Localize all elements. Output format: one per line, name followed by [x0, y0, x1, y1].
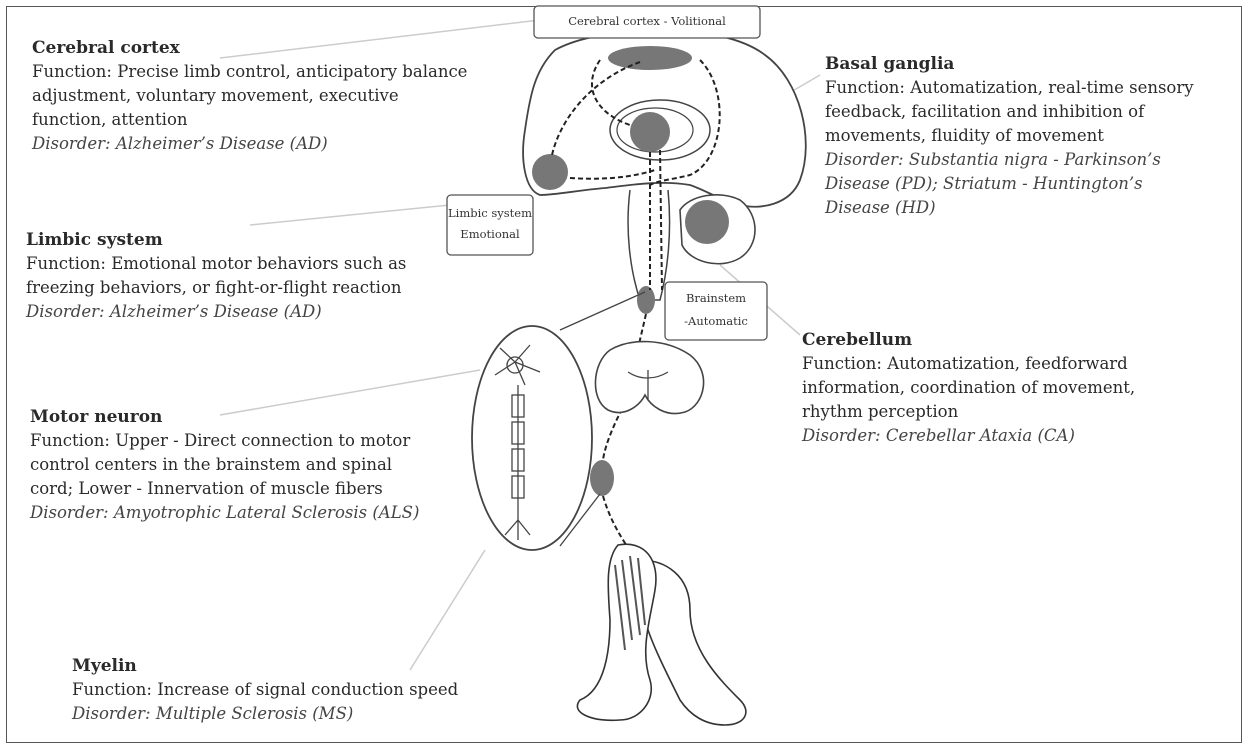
myelin-function: Function: Increase of signal conduction … [72, 678, 458, 702]
cerebellum-disorder: Disorder: Cerebellar Ataxia (CA) [802, 424, 1135, 448]
basal-ganglia-function-3: movements, fluidity of movement [825, 124, 1194, 148]
myelin-disorder: Disorder: Multiple Sclerosis (MS) [72, 702, 458, 726]
cerebellum-function-2: information, coordination of movement, [802, 376, 1135, 400]
brainstem-box-label: Brainstem -Automatic [665, 290, 767, 330]
cortex-node [608, 46, 692, 70]
limbic-system-disorder: Disorder: Alzheimer’s Disease (AD) [26, 300, 406, 324]
cortex-box-label: Cerebral cortex - Volitional [534, 13, 760, 30]
cerebral-cortex-block: Cerebral cortex Function: Precise limb c… [32, 36, 467, 156]
neuron-magnifier [472, 326, 592, 550]
basal-ganglia-title: Basal ganglia [825, 52, 1194, 76]
limbic-system-title: Limbic system [26, 228, 406, 252]
limbic-system-function-2: freezing behaviors, or fight-or-flight r… [26, 276, 406, 300]
motor-neuron-block: Motor neuron Function: Upper - Direct co… [30, 405, 419, 525]
cerebral-cortex-title: Cerebral cortex [32, 36, 467, 60]
basal-ganglia-disorder-2: Disease (PD); Striatum - Huntington’s [825, 172, 1194, 196]
myelin-node [590, 460, 614, 496]
cerebellum-title: Cerebellum [802, 328, 1135, 352]
motor-neuron-disorder: Disorder: Amyotrophic Lateral Sclerosis … [30, 501, 419, 525]
cerebral-cortex-function-2: adjustment, voluntary movement, executiv… [32, 84, 467, 108]
cerebellum-node [685, 200, 729, 244]
cerebellum-function-3: rhythm perception [802, 400, 1135, 424]
basal-ganglia-function-1: Function: Automatization, real-time sens… [825, 76, 1194, 100]
cerebellum-function-1: Function: Automatization, feedforward [802, 352, 1135, 376]
cerebellum-block: Cerebellum Function: Automatization, fee… [802, 328, 1135, 448]
myelin-title: Myelin [72, 654, 458, 678]
limbic-system-block: Limbic system Function: Emotional motor … [26, 228, 406, 324]
brainstem-outline [628, 190, 670, 300]
motor-neuron-function-2: control centers in the brainstem and spi… [30, 453, 419, 477]
brainstem-box-line-2: -Automatic [665, 313, 767, 330]
motor-neuron-title: Motor neuron [30, 405, 419, 429]
brainstem-node [637, 286, 655, 314]
cerebral-cortex-disorder: Disorder: Alzheimer’s Disease (AD) [32, 132, 467, 156]
basal-ganglia-function-2: feedback, facilitation and inhibition of [825, 100, 1194, 124]
basal-ganglia-node [630, 112, 670, 152]
cortex-box-text: Cerebral cortex - Volitional [568, 14, 726, 28]
legs-drawing [577, 544, 745, 725]
limbic-box-line-2: Emotional [447, 226, 533, 243]
basal-ganglia-block: Basal ganglia Function: Automatization, … [825, 52, 1194, 220]
limbic-box-label: Limbic system Emotional [447, 205, 533, 243]
myelin-block: Myelin Function: Increase of signal cond… [72, 654, 458, 726]
motor-neuron-function-1: Function: Upper - Direct connection to m… [30, 429, 419, 453]
limbic-box-line-1: Limbic system [447, 205, 533, 222]
basal-ganglia-disorder-1: Disorder: Substantia nigra - Parkinson’s [825, 148, 1194, 172]
limbic-node [532, 154, 568, 190]
limbic-system-function-1: Function: Emotional motor behaviors such… [26, 252, 406, 276]
cerebral-cortex-function-3: function, attention [32, 108, 467, 132]
basal-ganglia-disorder-3: Disease (HD) [825, 196, 1194, 220]
brainstem-box-line-1: Brainstem [665, 290, 767, 307]
motor-neuron-function-3: cord; Lower - Innervation of muscle fibe… [30, 477, 419, 501]
cerebral-cortex-function-1: Function: Precise limb control, anticipa… [32, 60, 467, 84]
